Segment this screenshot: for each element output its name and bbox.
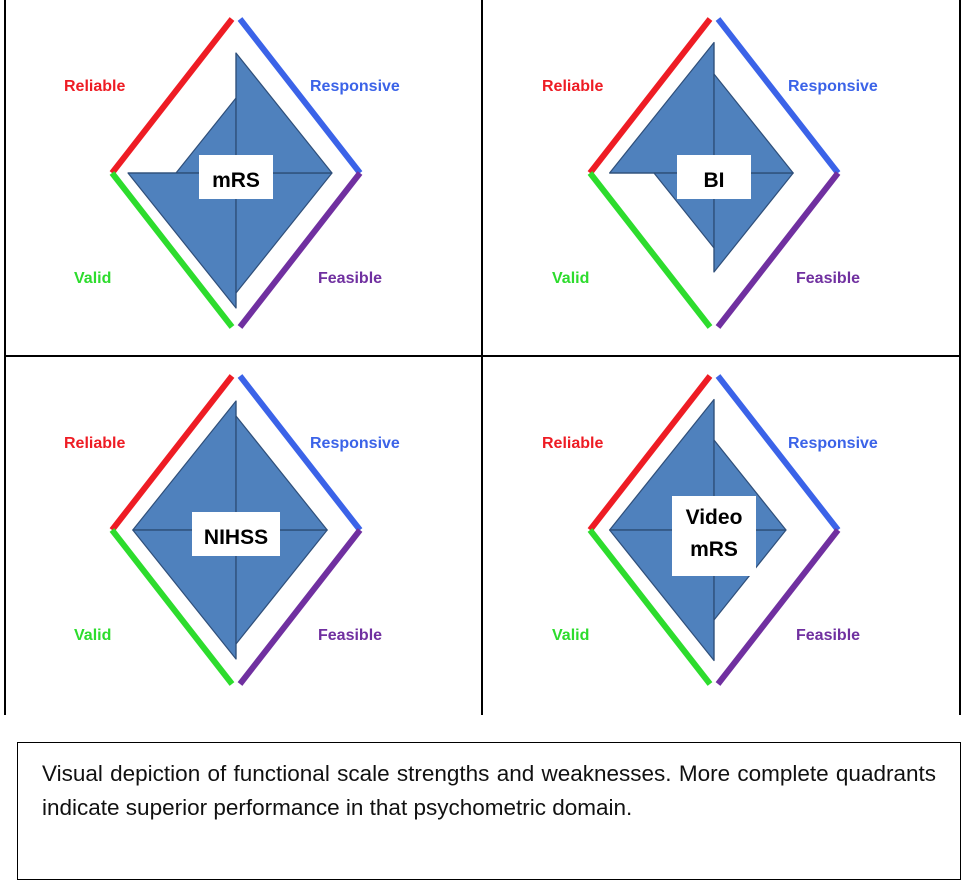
edge-responsive-bi [715,17,841,175]
edge-responsive-mrs [237,17,363,175]
axis-label-responsive-nihss: Responsive [310,435,400,452]
scale-name-bi-line-0: BI [704,169,725,192]
edge-valid-video-mrs [587,528,713,686]
edge-valid-mrs [109,171,235,329]
edge-feasible-mrs [237,171,363,329]
edge-reliable-bi [587,17,713,175]
panel-grid-frame [4,0,961,715]
axis-label-responsive-video-mrs: Responsive [788,435,878,452]
caption-text: Visual depiction of functional scale str… [42,761,936,820]
axis-label-valid-mrs: Valid [74,270,111,287]
axis-label-reliable-video-mrs: Reliable [542,435,603,452]
quadrant-reliable-nihss [132,400,237,531]
scale-name-mrs-line-0: mRS [212,169,260,192]
axis-label-reliable-bi: Reliable [542,78,603,95]
edge-reliable-mrs [109,17,235,175]
axis-label-feasible-video-mrs: Feasible [796,627,860,644]
edge-valid-nihss [109,528,235,686]
axis-label-valid-bi: Valid [552,270,589,287]
scale-name-box-nihss [192,512,280,556]
edge-feasible-nihss [237,528,363,686]
axis-label-reliable-mrs: Reliable [64,78,125,95]
axis-label-valid-video-mrs: Valid [552,627,589,644]
axis-label-valid-nihss: Valid [74,627,111,644]
edge-reliable-video-mrs [587,374,713,532]
axis-label-feasible-nihss: Feasible [318,627,382,644]
scale-name-box-mrs [199,155,273,199]
scale-name-box-video-mrs [672,496,756,576]
axis-label-responsive-mrs: Responsive [310,78,400,95]
edge-responsive-video-mrs [715,374,841,532]
edge-feasible-video-mrs [715,528,841,686]
axis-label-responsive-bi: Responsive [788,78,878,95]
edge-valid-bi [587,171,713,329]
axis-label-feasible-bi: Feasible [796,270,860,287]
scale-name-video-mrs-line-1: mRS [690,538,738,561]
figure-caption: Visual depiction of functional scale str… [17,742,961,880]
edge-reliable-nihss [109,374,235,532]
scale-name-box-bi [677,155,751,199]
scale-name-nihss-line-0: NIHSS [204,526,268,549]
edge-responsive-nihss [237,374,363,532]
axis-label-feasible-mrs: Feasible [318,270,382,287]
edge-feasible-bi [715,171,841,329]
quadrant-reliable-bi [608,41,715,174]
axis-label-reliable-nihss: Reliable [64,435,125,452]
scale-name-video-mrs-line-0: Video [686,506,743,529]
